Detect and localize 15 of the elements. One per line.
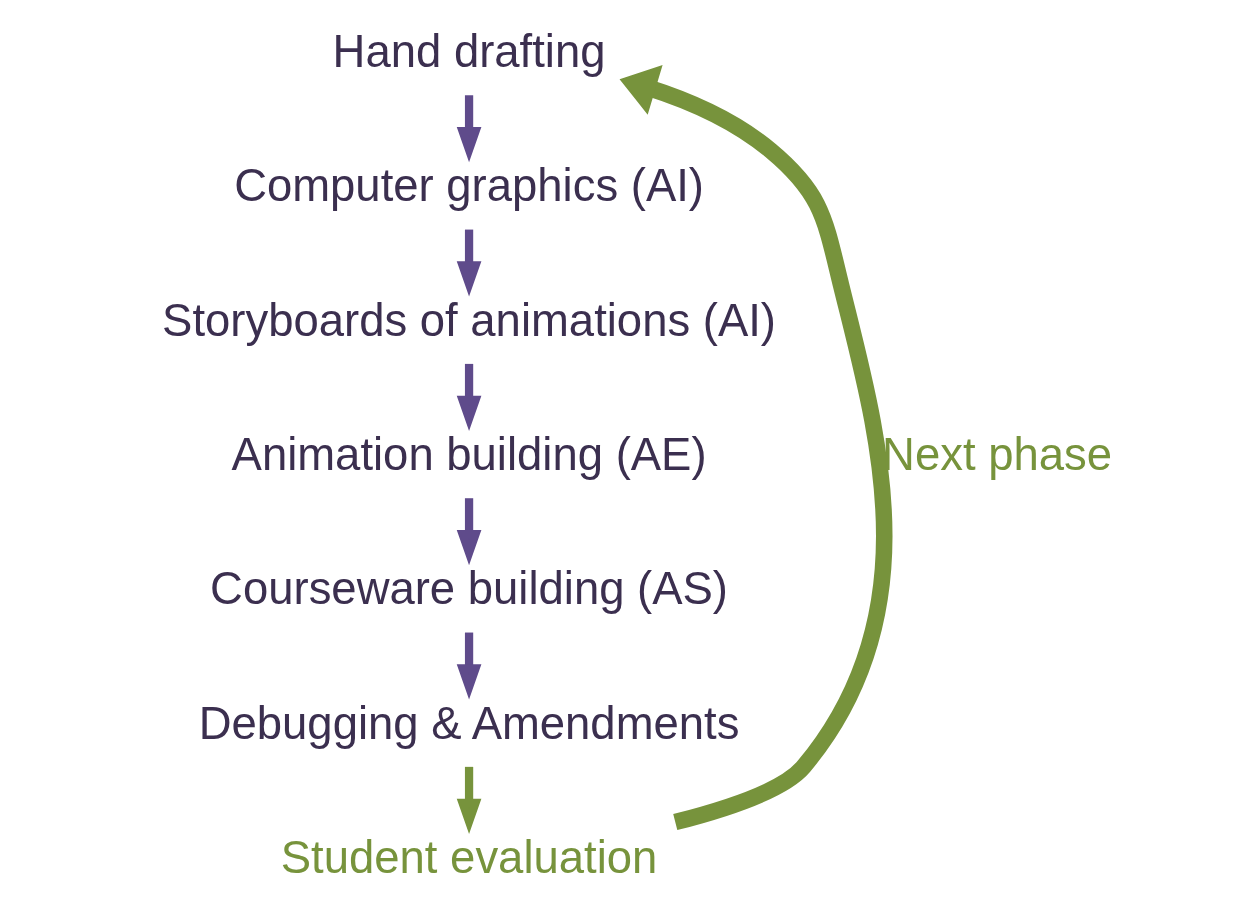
arrow (619, 64, 893, 831)
node-text: Hand drafting (332, 26, 606, 78)
node-text: Storyboards of animations (AI) (162, 294, 777, 346)
node-text: Animation building (AE) (231, 429, 707, 481)
node-text: Courseware building (AS) (210, 563, 729, 615)
arrow (456, 766, 482, 834)
arrow (456, 632, 482, 700)
node-text: Student evaluation (280, 832, 658, 884)
arrow (456, 363, 482, 431)
arrow (456, 229, 482, 297)
node-text: Computer graphics (AI) (234, 160, 704, 212)
node-text: Debugging & Amendments (198, 697, 740, 749)
edge-label: Next phase (882, 429, 1113, 481)
arrow (456, 498, 482, 566)
arrow (456, 95, 482, 163)
